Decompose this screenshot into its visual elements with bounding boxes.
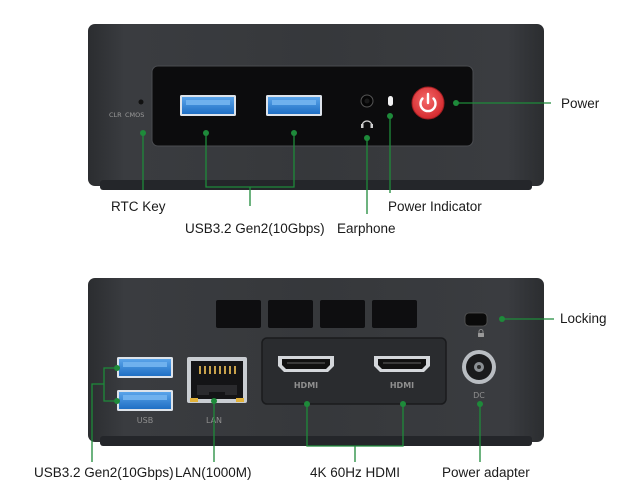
front-usb-port-2 — [266, 95, 322, 116]
clr-text: CLR — [109, 111, 122, 119]
rear-usb-port-1 — [117, 357, 173, 378]
back-chassis-foot — [100, 436, 532, 446]
rear-usb-label: USB3.2 Gen2(10Gbps) — [34, 465, 174, 480]
earphone-label: Earphone — [337, 221, 396, 236]
back-callout-dots — [114, 316, 505, 407]
rtc-key-label: RTC Key — [111, 199, 166, 214]
dc-printed-text: DC — [473, 391, 485, 400]
front-usb-label: USB3.2 Gen2(10Gbps) — [185, 221, 325, 236]
headset-icon — [361, 120, 373, 128]
cmos-text: CMOS — [125, 111, 144, 119]
front-chassis-foot — [100, 180, 532, 190]
clr-cmos-hole — [138, 99, 144, 105]
vent-grille — [216, 300, 417, 328]
hdmi-port-2 — [374, 356, 430, 372]
power-button — [411, 86, 445, 120]
power-indicator-led — [388, 96, 393, 106]
front-usb-port-1 — [180, 95, 236, 116]
front-callouts — [142, 102, 551, 214]
hdmi-recess — [261, 337, 447, 405]
back-device: USB LAN HDMI — [88, 278, 544, 446]
lan-port — [187, 357, 247, 403]
hdmi-2-printed-text: HDMI — [390, 381, 414, 390]
front-device: CLR CMOS — [88, 24, 544, 190]
power-label: Power — [561, 96, 600, 111]
dc-jack — [462, 350, 496, 384]
lan-label: LAN(1000M) — [175, 465, 252, 480]
power-indicator-label: Power Indicator — [388, 199, 482, 214]
rear-usb-port-2 — [117, 390, 173, 411]
hdmi-1-printed-text: HDMI — [294, 381, 318, 390]
locking-label: Locking — [560, 311, 607, 326]
power-adapter-label: Power adapter — [442, 465, 530, 480]
front-callout-dots — [140, 100, 459, 141]
hdmi-port-1 — [278, 356, 334, 372]
usb-printed-text: USB — [137, 416, 153, 425]
power-icon — [419, 92, 437, 113]
hdmi-label: 4K 60Hz HDMI — [310, 465, 401, 480]
lock-slot — [464, 312, 488, 327]
back-callouts — [91, 318, 554, 462]
lock-icon — [478, 329, 484, 337]
